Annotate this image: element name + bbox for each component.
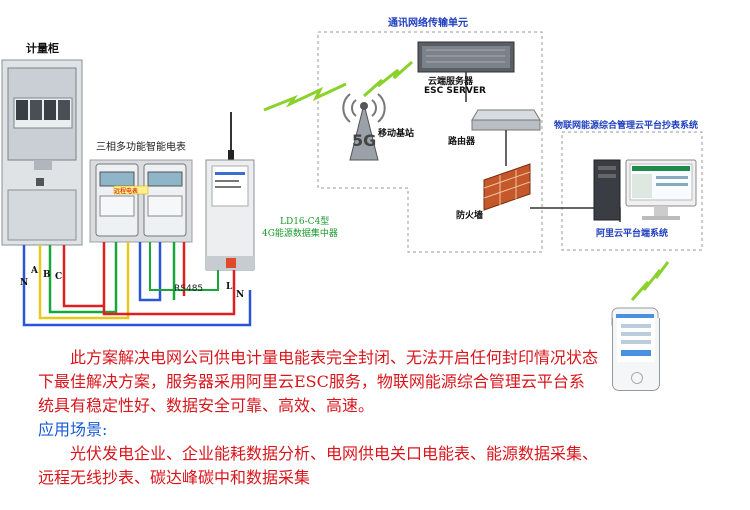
scenario-title: 应用场景: [38,420,108,439]
wiring [22,242,252,327]
router-icon [471,109,541,131]
wireless-signal-bolt-2 [363,60,413,98]
platform-title: 物联网能源综合管理云平台抄表系统 [554,121,699,131]
phase-b-label: B [43,270,51,280]
terminal-l-label: L [226,282,233,292]
data-collector [205,112,255,271]
rs485-label: RS485 [174,284,204,294]
scenario-paragraph: 光伏发电企业、企业能耗数据分析、电网供电关口电能表、能源数据采集、远程无线抄表、… [38,442,598,490]
meter-label: 三相多功能智能电表 [96,142,186,153]
network-region-border [317,31,543,253]
wireless-signal-bolt-1 [263,82,347,112]
network-title: 通讯网络传输单元 [388,18,468,29]
server-label-cn: 云端服务器 [428,77,474,87]
base-station-label: 移动基站 [378,129,415,139]
tower-5g-label: 5G [352,131,376,150]
meter-tag: 远程电表 [114,188,139,195]
server-icon [417,41,515,73]
smartphone-body [612,318,660,391]
collector-model: LD16-C4型 [280,217,330,227]
smart-meters [89,159,193,243]
tower-5g-icon [342,93,386,161]
firewall-label: 防火墙 [456,211,484,221]
router-label: 路由器 [448,137,476,147]
terminal-n-label: N [236,290,245,300]
desktop-pc-icon [593,159,697,221]
scenario-text: 光伏发电企业、企业能耗数据分析、电网供电关口电能表、能源数据采集、远程无线抄表、… [38,444,599,487]
metering-cabinet [1,59,83,246]
cabinet-label: 计量柜 [26,42,59,55]
wireless-signal-bolt-3 [630,261,670,301]
collector-name: 4G能源数据集中器 [262,229,338,239]
phase-a-label: A [31,266,38,276]
firewall-icon [483,163,531,211]
platform-region-border [561,131,703,251]
description-paragraph: 此方案解决电网公司供电计量电能表完全封闭、无法开启任何封印情况状态下最佳解决方案… [38,346,598,418]
phase-c-label: C [55,272,63,282]
description-text: 此方案解决电网公司供电计量电能表完全封闭、无法开启任何封印情况状态下最佳解决方案… [38,348,599,415]
platform-client-label: 阿里云平台端系统 [596,229,669,239]
system-diagram: 5G [1,31,703,330]
server-label-en: ESC SERVER [424,86,486,96]
phase-n-label: N [20,278,29,288]
